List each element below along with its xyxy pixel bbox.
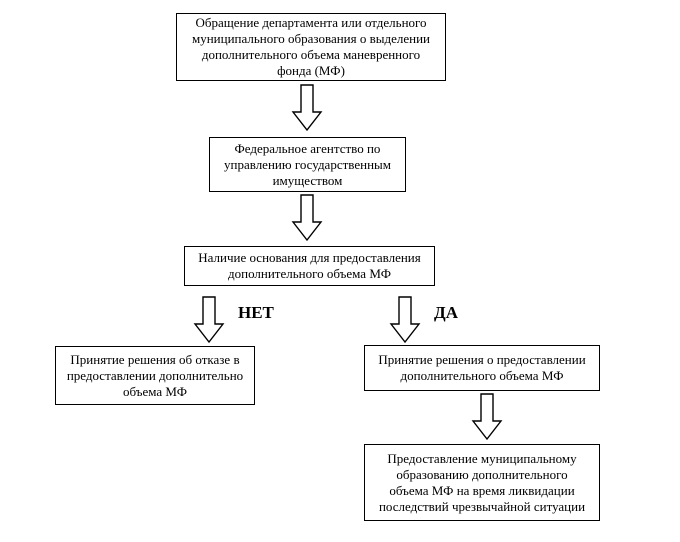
flowchart-box-final: Предоставление муниципальному образовани… — [364, 444, 600, 521]
flowchart-box-request: Обращение департамента или отдельного му… — [176, 13, 446, 81]
box-refusal-text: Принятие решения об отказе в предоставле… — [66, 351, 244, 399]
flowchart-box-decision: Наличие основания для предоставления доп… — [184, 246, 435, 286]
box-agency-text: Федеральное агентство по управлению госу… — [224, 140, 391, 188]
flowchart-box-refusal: Принятие решения об отказе в предоставле… — [55, 346, 255, 405]
box-approval-text: Принятие решения о предоставлении дополн… — [378, 352, 586, 383]
flowchart-box-agency: Федеральное агентство по управлению госу… — [209, 137, 406, 192]
box-final-text: Предоставление муниципальному образовани… — [378, 450, 586, 514]
branch-label-no: НЕТ — [238, 303, 274, 322]
down-arrow-icon — [470, 393, 504, 441]
down-arrow-yes-icon — [388, 296, 422, 344]
box-request-text: Обращение департамента или отдельного му… — [192, 15, 430, 78]
flowchart-box-approval: Принятие решения о предоставлении дополн… — [364, 345, 600, 391]
down-arrow-icon — [290, 194, 324, 242]
branch-label-yes: ДА — [434, 303, 458, 322]
down-arrow-icon — [290, 84, 324, 132]
down-arrow-no-icon — [192, 296, 226, 344]
box-decision-text: Наличие основания для предоставления доп… — [198, 250, 421, 281]
